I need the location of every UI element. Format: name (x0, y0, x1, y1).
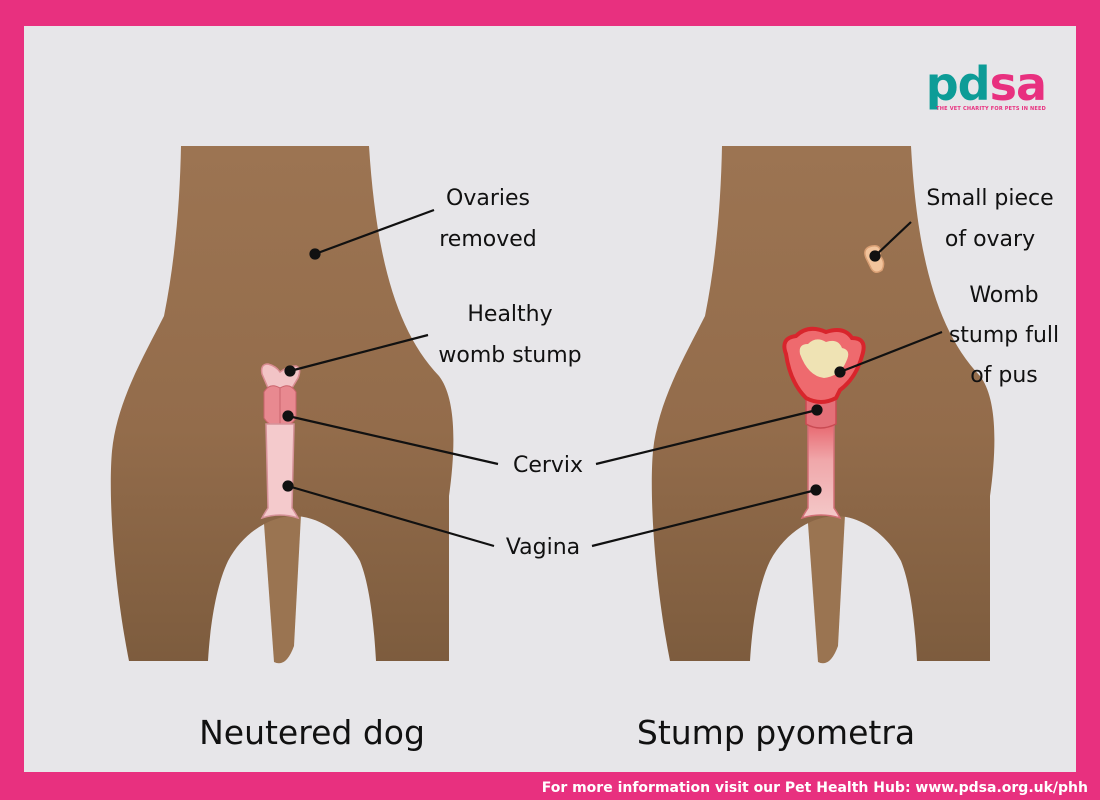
cervix-left (263, 385, 281, 426)
leader-womb-stump-full-of-pus (839, 330, 943, 374)
infected-womb-stump (782, 326, 866, 520)
label-vagina: Vagina (506, 535, 580, 560)
healthy-vagina (260, 423, 300, 520)
leader-ovaries-removed (314, 208, 435, 256)
dot-ovaries-removed (309, 248, 321, 260)
dot-small-piece-of-ovary (869, 250, 881, 262)
neutered-dog-figure (110, 146, 454, 664)
leader-vagina-right (591, 488, 817, 548)
label-small-ovary-line2: of ovary (945, 227, 1035, 252)
leader-vagina-left (287, 484, 495, 548)
pdsa-logo-wordmark: pdsa (925, 57, 1047, 111)
label-ovaries-line2: removed (439, 227, 537, 252)
footer-link-text: For more information visit our Pet Healt… (541, 780, 1088, 796)
leader-small-piece-of-ovary (874, 221, 912, 257)
label-pus-line2: stump full (949, 323, 1059, 348)
dot-cervix-left (282, 410, 294, 422)
neutered-dog-tail (262, 496, 302, 664)
dot-healthy-womb-stump (284, 365, 296, 377)
pyometra-dog-tail (806, 496, 846, 664)
pdsa-logo-tagline: THE VET CHARITY FOR PETS IN NEED (936, 106, 1046, 112)
dot-cervix-right (811, 404, 823, 416)
diagram-panel: Ovaries removed Healthy womb stump Cervi… (24, 26, 1076, 772)
label-small-ovary-line1: Small piece (926, 186, 1053, 211)
pdsa-logo: pdsa THE VET CHARITY FOR PETS IN NEED (925, 57, 1047, 112)
leader-cervix-left (287, 414, 499, 466)
pyometra-vagina (800, 421, 842, 520)
leader-healthy-womb-stump (289, 333, 429, 373)
label-cervix: Cervix (513, 453, 583, 478)
leader-lines (282, 208, 943, 548)
anatomy-diagram: Ovaries removed Healthy womb stump Cervi… (110, 146, 1059, 752)
dot-vagina-left (282, 480, 294, 492)
caption-stump-pyometra: Stump pyometra (637, 713, 915, 752)
label-ovaries-line1: Ovaries (446, 186, 530, 211)
stump-pyometra-figure (651, 146, 995, 664)
label-pus-line3: of pus (970, 363, 1038, 388)
leader-cervix-right (595, 408, 818, 466)
dot-womb-stump-full-of-pus (834, 366, 846, 378)
label-healthy-line1: Healthy (467, 302, 552, 327)
dot-vagina-right (810, 484, 822, 496)
label-pus-line1: Womb (969, 283, 1038, 308)
label-healthy-line2: womb stump (438, 343, 581, 368)
caption-neutered-dog: Neutered dog (199, 713, 425, 752)
